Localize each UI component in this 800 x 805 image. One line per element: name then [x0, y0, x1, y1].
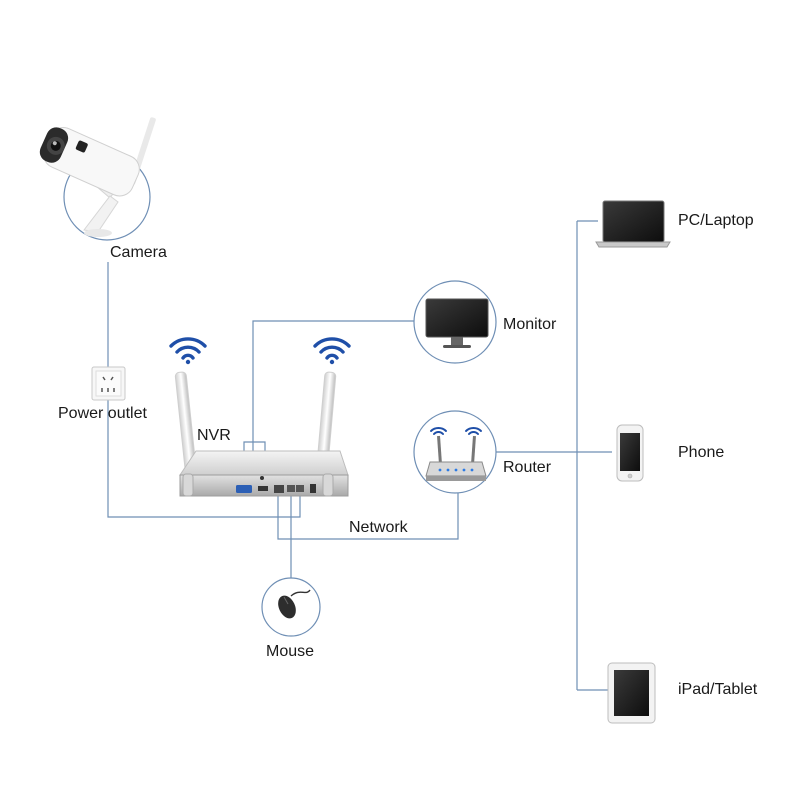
monitor-label: Monitor — [503, 316, 557, 333]
router-icon — [425, 427, 487, 481]
network-label: Network — [349, 519, 408, 536]
camera-label: Camera — [110, 244, 167, 261]
tablet-icon — [607, 662, 656, 724]
power-outlet-label: Power outlet — [58, 405, 147, 422]
mouse-label: Mouse — [266, 643, 315, 660]
phone-icon — [616, 424, 644, 482]
power-nvr-line — [107, 400, 301, 518]
nvr-monitor-line — [252, 320, 414, 484]
nvr-router-line — [277, 492, 459, 540]
pc-laptop-label: PC/Laptop — [678, 212, 754, 229]
nvr-label: NVR — [197, 427, 231, 444]
phone-label: Phone — [678, 444, 725, 461]
wifi-icon — [169, 337, 207, 365]
router-label: Router — [503, 459, 552, 476]
power-outlet-icon — [91, 366, 126, 401]
connection-lines — [107, 220, 612, 691]
tablet-label: iPad/Tablet — [678, 681, 758, 698]
monitor-icon — [425, 298, 489, 348]
wifi-icon — [430, 427, 482, 435]
nvr-device — [174, 371, 349, 497]
laptop-icon — [595, 200, 671, 248]
mouse-icon — [278, 589, 311, 619]
wifi-icon — [313, 337, 351, 365]
camera-icon — [39, 117, 156, 237]
